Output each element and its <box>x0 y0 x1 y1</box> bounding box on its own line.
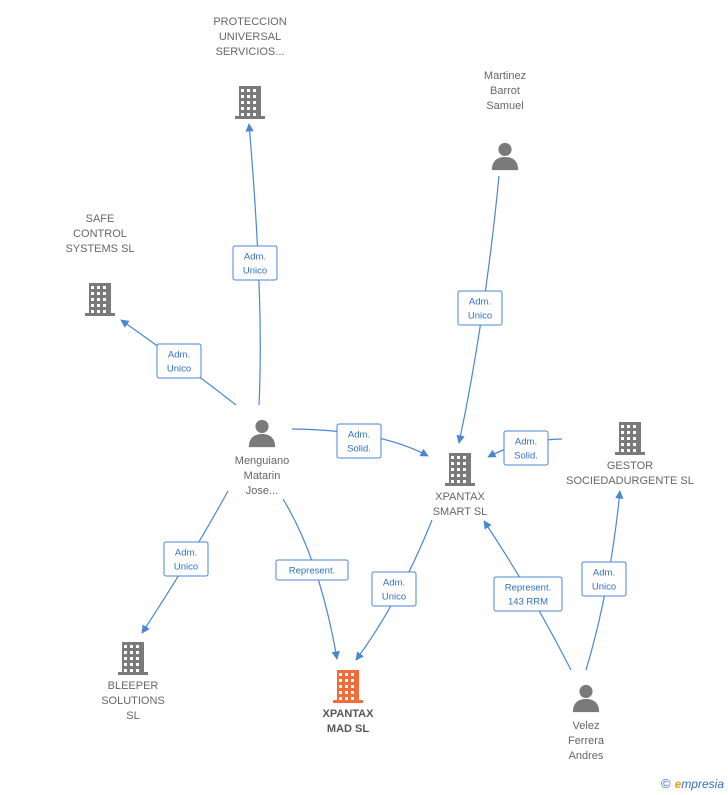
edge-label-text: Adm. <box>593 568 615 579</box>
edge-label-box <box>156 343 202 379</box>
node-label: UNIVERSAL <box>219 31 281 43</box>
edge-label-box <box>503 430 549 466</box>
edge-label-text: Adm. <box>348 430 370 441</box>
edge-menguiano-to-protec <box>245 123 261 406</box>
node-label: XPANTAX <box>435 491 485 503</box>
node-label: Menguiano <box>235 455 289 467</box>
node-menguiano[interactable]: MenguianoMatarinJose... <box>235 419 289 497</box>
edge-label-text: Represent. <box>289 566 335 577</box>
edge-label-e5[interactable]: Adm. Solid. <box>503 430 549 466</box>
person-icon <box>572 684 600 713</box>
building-icon <box>85 283 115 316</box>
node-label: SAFE <box>86 213 115 225</box>
edge-label-e6[interactable]: Adm. Unico <box>163 541 209 577</box>
edge-label-text: Unico <box>167 364 191 375</box>
edge-label-text: Adm. <box>383 578 405 589</box>
edge-label-box <box>275 559 349 581</box>
edge-label-e9[interactable]: Represent. 143 RRM <box>493 576 563 612</box>
edge-label-text: Unico <box>243 266 267 277</box>
footer-brand: © empresia <box>661 776 724 791</box>
node-label: Andres <box>569 750 604 762</box>
edge-label-box <box>581 561 627 597</box>
edge-label-text: Adm. <box>469 297 491 308</box>
edge-label-e4[interactable]: Adm. Unico <box>457 290 503 326</box>
node-xsmart[interactable]: XPANTAX SMART SL <box>433 453 488 518</box>
person-icon <box>248 419 276 448</box>
building-icon <box>118 642 148 675</box>
node-label: BLEEPER <box>108 680 159 692</box>
node-label: GESTOR <box>607 460 653 472</box>
node-label: XPANTAX <box>323 708 375 720</box>
copyright-symbol: © <box>661 776 671 791</box>
edge-label-text: Adm. <box>175 548 197 559</box>
building-icon <box>615 422 645 455</box>
node-label: Barrot <box>490 85 520 97</box>
edge-label-e3[interactable]: Adm. Solid. <box>336 423 382 459</box>
edge-label-box <box>163 541 209 577</box>
node-safe[interactable]: SAFE CONTROL SYSTEMS SL <box>65 213 135 316</box>
node-gestor[interactable]: GESTOR SOCIEDADURGENTE SL <box>566 422 694 487</box>
edge-label-text: Adm. <box>168 350 190 361</box>
node-label: Samuel <box>486 100 523 112</box>
node-label: SYSTEMS SL <box>65 243 134 255</box>
node-xmad[interactable]: XPANTAX MAD SL <box>323 670 375 735</box>
brand-initial: e <box>674 776 682 791</box>
edge-label-e1[interactable]: Adm. Unico <box>232 245 278 281</box>
node-label: SL <box>126 710 139 722</box>
node-protec[interactable]: PROTECCION UNIVERSAL SERVICIOS... <box>213 16 287 119</box>
edge-label-text: Adm. <box>244 252 266 263</box>
edge-label-e8[interactable]: Adm. Unico <box>371 571 417 607</box>
edge-label-e7[interactable]: Represent. <box>275 559 349 581</box>
edge-label-text: Adm. <box>515 437 537 448</box>
edge-label-text: 143 RRM <box>508 597 548 608</box>
node-label: SOLUTIONS <box>101 695 165 707</box>
edge-label-text: Solid. <box>347 444 371 455</box>
edge-label-e2[interactable]: Adm. Unico <box>156 343 202 379</box>
edge-label-box <box>457 290 503 326</box>
edge-label-box <box>493 576 563 612</box>
node-label: CONTROL <box>73 228 127 240</box>
node-label: PROTECCION <box>213 16 286 28</box>
edge-label-box <box>371 571 417 607</box>
node-label: SOCIEDADURGENTE SL <box>566 475 694 487</box>
edge-label-box <box>232 245 278 281</box>
node-label: Martinez <box>484 70 526 82</box>
edge-label-text: Unico <box>592 582 616 593</box>
edge-label-e10[interactable]: Adm. Unico <box>581 561 627 597</box>
building-icon <box>333 670 363 703</box>
building-icon <box>235 86 265 119</box>
edge-label-text: Represent. <box>505 583 551 594</box>
node-label: Jose... <box>246 485 278 497</box>
edge-label-text: Solid. <box>514 451 538 462</box>
node-label: Velez <box>573 720 600 732</box>
brand-logo: empresia <box>675 777 724 791</box>
node-label: MAD SL <box>327 723 369 735</box>
person-icon <box>491 142 519 171</box>
edge-label-text: Unico <box>382 592 406 603</box>
edge-label-box <box>336 423 382 459</box>
brand-name: mpresia <box>681 776 724 791</box>
node-bleeper[interactable]: BLEEPER SOLUTIONS SL <box>101 642 165 722</box>
building-icon <box>445 453 475 486</box>
node-label: Matarin <box>244 470 281 482</box>
node-label: Ferrera <box>568 735 605 747</box>
edge-label-text: Unico <box>468 311 492 322</box>
node-label: SMART SL <box>433 506 488 518</box>
edge-label-text: Unico <box>174 562 198 573</box>
node-label: SERVICIOS... <box>216 46 285 58</box>
